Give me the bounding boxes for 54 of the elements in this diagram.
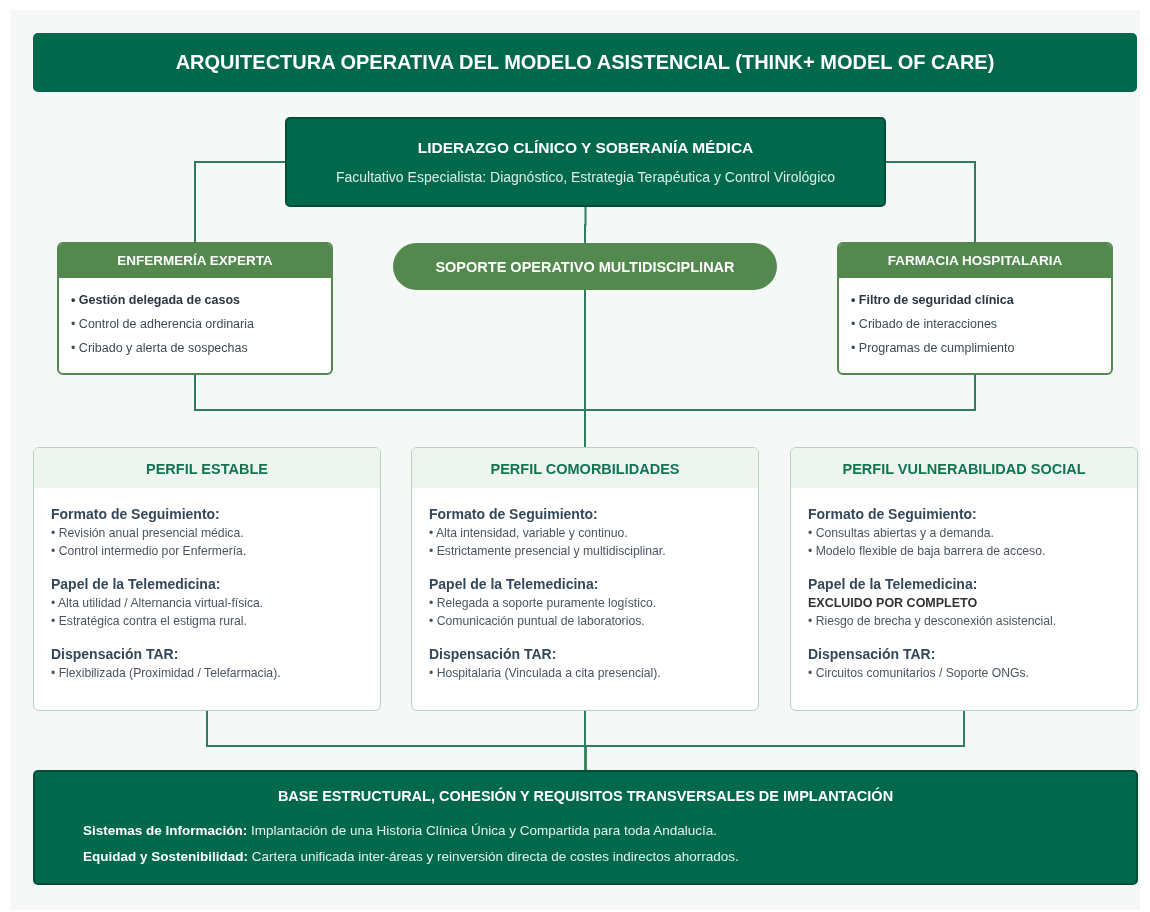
profile-card xyxy=(411,447,759,711)
profile-card xyxy=(33,447,381,711)
list-item: • Alta intensidad, variable y continuo. xyxy=(429,525,629,542)
list-item: • Hospitalaria (Vinculada a cita presencial). xyxy=(429,665,662,682)
status-text: EXCLUIDO POR COMPLETO xyxy=(808,595,979,612)
list-item: • Gestión delegada de casos xyxy=(71,292,242,309)
list-item: • Programas de cumplimiento xyxy=(851,340,1016,357)
connector-line xyxy=(584,710,965,771)
list-item: • Cribado de interacciones xyxy=(851,316,999,333)
requirement-text: Equidad y Sostenibilidad: Cartera unificada inter-áreas y reinversión directa de costes indirectos ahorrados. xyxy=(83,848,740,866)
role-card xyxy=(57,242,333,375)
section-heading: Formato de Seguimiento: xyxy=(51,505,221,524)
list-item: • Revisión anual presencial médica. xyxy=(51,525,245,542)
list-item: • Control de adherencia ordinaria xyxy=(71,316,255,333)
section-heading: Dispensación TAR: xyxy=(429,645,558,664)
list-item: • Comunicación puntual de laboratorios. xyxy=(429,613,646,630)
section-heading: Dispensación TAR: xyxy=(808,645,937,664)
list-item: • Filtro de seguridad clínica xyxy=(851,292,1015,309)
card-header: PERFIL VULNERABILIDAD SOCIAL xyxy=(791,448,1137,488)
section-heading: Papel de la Telemedicina: xyxy=(51,575,222,594)
title-banner: ARQUITECTURA OPERATIVA DEL MODELO ASISTENCIAL (THINK+ MODEL OF CARE) xyxy=(33,33,1137,92)
list-item: • Flexibilizada (Proximidad / Telefarmacia). xyxy=(51,665,282,682)
list-item: • Control intermedio por Enfermería. xyxy=(51,543,248,560)
section-heading: Formato de Seguimiento: xyxy=(808,505,978,524)
section-heading: Papel de la Telemedicina: xyxy=(429,575,600,594)
card-header: PERFIL COMORBILIDADES xyxy=(412,448,758,488)
card-header: PERFIL ESTABLE xyxy=(34,448,380,488)
node-heading: LIDERAZGO CLÍNICO Y SOBERANÍA MÉDICA xyxy=(417,139,754,157)
section-heading: Papel de la Telemedicina: xyxy=(808,575,979,594)
role-card xyxy=(837,242,1113,375)
section-heading: Dispensación TAR: xyxy=(51,645,180,664)
list-item: • Modelo flexible de baja barrera de acceso. xyxy=(808,543,1047,560)
section-heading: Formato de Seguimiento: xyxy=(429,505,599,524)
list-item: • Riesgo de brecha y desconexión asistencial. xyxy=(808,613,1058,630)
node-subtitle: Facultativo Especialista: Diagnóstico, Estrategia Terapéutica y Control Virológico xyxy=(335,169,836,185)
list-item: • Circuitos comunitarios / Soporte ONGs. xyxy=(808,665,1030,682)
list-item: • Relegada a soporte puramente logístico. xyxy=(429,595,658,612)
card-header: ENFERMERÍA EXPERTA xyxy=(59,244,331,278)
requirement-text: Sistemas de Información: Implantación de una Historia Clínica Única y Compartida para toda Andalucía. xyxy=(83,822,719,840)
list-item: • Consultas abiertas y a demanda. xyxy=(808,525,995,542)
list-item: • Estrictamente presencial y multidisciplinar. xyxy=(429,543,667,560)
leadership-box xyxy=(285,117,886,207)
connector-line xyxy=(584,206,587,244)
node-heading: BASE ESTRUCTURAL, COHESIÓN Y REQUISITOS TRANSVERSALES DE IMPLANTACIÓN xyxy=(276,788,895,804)
list-item: • Estratégica contra el estigma rural. xyxy=(51,613,248,630)
node-heading: SOPORTE OPERATIVO MULTIDISCIPLINAR xyxy=(435,258,735,275)
connector-line xyxy=(885,161,976,243)
support-pill xyxy=(393,243,777,290)
profile-card xyxy=(790,447,1138,711)
card-header: FARMACIA HOSPITALARIA xyxy=(839,244,1111,278)
list-item: • Alta utilidad / Alternancia virtual-física. xyxy=(51,595,265,612)
list-item: • Cribado y alerta de sospechas xyxy=(71,340,249,357)
connector-line xyxy=(194,161,286,243)
base-panel xyxy=(33,770,1138,885)
